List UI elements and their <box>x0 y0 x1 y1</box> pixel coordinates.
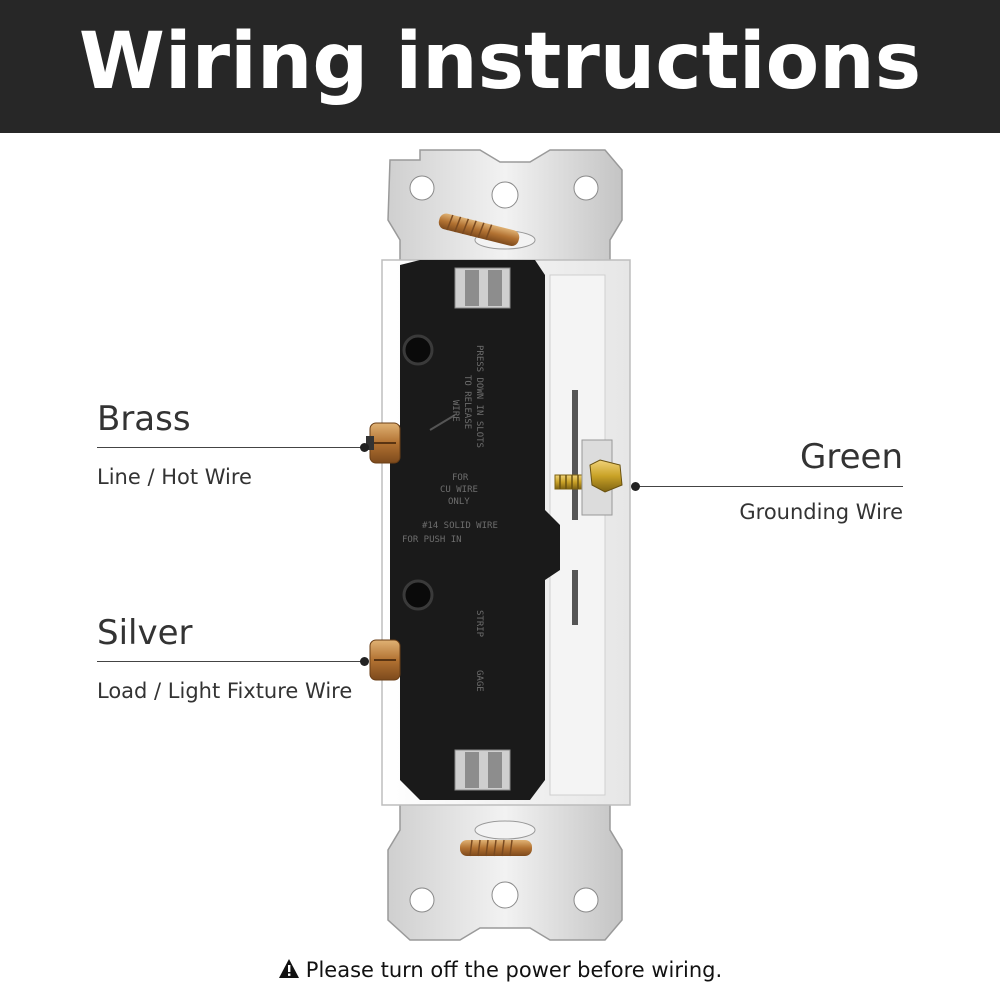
imprint-wire: WIRE <box>450 400 460 422</box>
silver-leader-dot <box>360 657 369 666</box>
light-switch-illustration: PRESS DOWN IN SLOTS TO RELEASE WIRE FOR … <box>366 149 631 941</box>
brass-terminal-screw-icon <box>366 422 401 464</box>
green-leader-line <box>635 486 903 487</box>
imprint-strip: STRIP <box>474 610 484 638</box>
silver-terminal-screw-icon <box>369 639 401 681</box>
brass-label-subtitle: Line / Hot Wire <box>97 465 252 489</box>
green-label-title: Green <box>800 437 903 477</box>
green-ground-screw-icon <box>554 439 623 516</box>
imprint-push: FOR PUSH IN <box>402 535 462 545</box>
imprint-release: TO RELEASE <box>462 375 472 429</box>
imprint-cu-wire: CU WIRE <box>440 485 478 495</box>
silver-label-subtitle: Load / Light Fixture Wire <box>97 679 353 703</box>
imprint-for: FOR <box>452 473 469 483</box>
brass-leader-dot <box>360 443 369 452</box>
top-mounting-strap <box>387 149 623 271</box>
brass-leader-line <box>97 447 365 448</box>
bottom-mounting-screw-icon <box>460 839 532 857</box>
bottom-mounting-strap <box>387 799 623 941</box>
imprint-only: ONLY <box>448 497 470 507</box>
silver-leader-line <box>97 661 365 662</box>
top-mounting-screw-icon <box>438 213 520 246</box>
page-title: Wiring instructions <box>78 17 922 107</box>
brass-label-title: Brass <box>97 399 191 439</box>
imprint-gage: GAGE <box>474 670 484 692</box>
power-warning: Please turn off the power before wiring. <box>0 955 1000 985</box>
green-label-subtitle: Grounding Wire <box>739 500 903 524</box>
green-leader-dot <box>631 482 640 491</box>
imprint-press: PRESS DOWN IN SLOTS <box>474 345 484 448</box>
power-warning-text: Please turn off the power before wiring. <box>305 958 723 982</box>
silver-label-title: Silver <box>97 613 193 653</box>
title-banner: Wiring instructions <box>0 0 1000 133</box>
switch-body <box>390 260 560 800</box>
warning-triangle-icon <box>278 959 299 978</box>
body-imprint: PRESS DOWN IN SLOTS TO RELEASE WIRE FOR … <box>402 345 498 692</box>
imprint-gauge: #14 SOLID WIRE <box>422 521 498 531</box>
